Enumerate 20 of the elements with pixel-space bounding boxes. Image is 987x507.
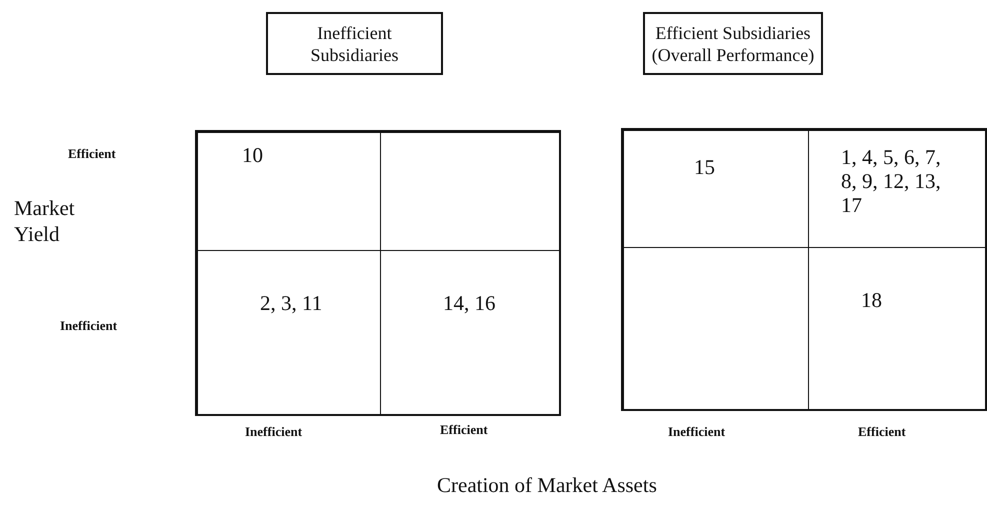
subsidiary-numbers: 14, 16 bbox=[443, 291, 496, 315]
axis-value-label: Efficient bbox=[858, 424, 906, 440]
axis-title: Creation of Market Assets bbox=[437, 472, 657, 498]
matrix-grid bbox=[621, 128, 987, 411]
axis-value-label: Inefficient bbox=[668, 424, 726, 440]
subsidiary-numbers: 18 bbox=[861, 288, 883, 312]
matrix-grid bbox=[195, 130, 561, 416]
group-heading-box: Efficient Subsidiaries (Overall Performance) bbox=[643, 12, 823, 75]
matrix-quadrant bbox=[197, 132, 381, 251]
axis-value-label: Inefficient bbox=[245, 424, 302, 440]
axis-value-label: Inefficient bbox=[60, 318, 118, 334]
group-heading-box: Inefficient Subsidiaries bbox=[266, 12, 443, 75]
axis-title: Market Yield bbox=[14, 195, 76, 247]
axis-value-label: Efficient bbox=[440, 422, 488, 438]
subsidiary-numbers: 1, 4, 5, 6, 7, 8, 9, 12, 13, 17 bbox=[841, 145, 942, 217]
axis-value-label: Efficient bbox=[68, 146, 116, 162]
subsidiary-numbers: 10 bbox=[242, 143, 264, 167]
matrix-quadrant bbox=[623, 130, 809, 248]
subsidiary-numbers: 15 bbox=[694, 155, 716, 179]
subsidiary-numbers: 2, 3, 11 bbox=[260, 291, 324, 315]
